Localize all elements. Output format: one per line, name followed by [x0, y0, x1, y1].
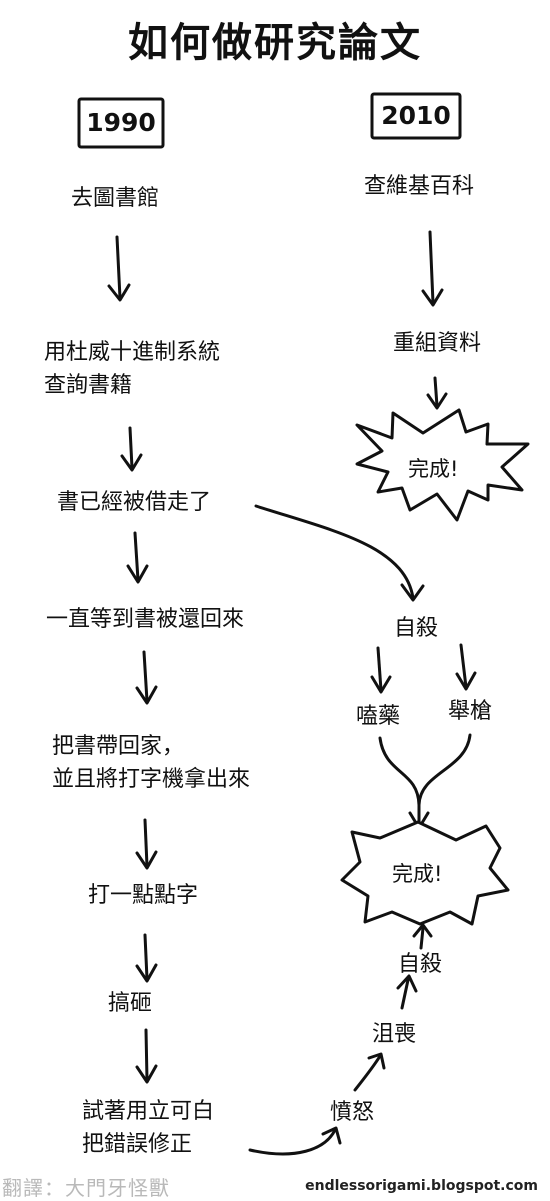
arrow-left-2	[128, 426, 134, 470]
merge-right	[417, 733, 472, 807]
done-burst-1	[355, 408, 530, 522]
arrow-to-suicide-again-head	[396, 974, 418, 993]
anger-label: 憤怒	[330, 1100, 375, 1125]
step-fix-errors: 把錯誤修正	[82, 1132, 193, 1157]
step-type-a-bit: 打一點點字	[88, 883, 199, 908]
arrow-to-gun-head	[455, 671, 477, 691]
done-burst-2	[340, 820, 510, 926]
arrow-to-gun	[459, 643, 468, 689]
arrow-left-5-head	[135, 850, 158, 870]
arrow-to-done2	[419, 926, 425, 950]
arrow-left-1	[115, 235, 122, 300]
arrow-to-depressed-head	[367, 1052, 386, 1070]
step-dewey-decimal: 用杜威十進制系統	[44, 340, 221, 365]
step-check-wikipedia: 查維基百科	[364, 174, 475, 199]
step-book-checked-out: 書已經被借走了	[57, 490, 212, 515]
step-take-book-home: 把書帶回家，	[52, 734, 185, 759]
gun-label: 舉槍	[448, 699, 493, 724]
done-label-2: 完成!	[392, 862, 443, 886]
arrow-left-7	[144, 1028, 149, 1082]
translator-credit: 翻譯：大門牙怪獸	[2, 1176, 170, 1200]
arrow-left-4	[142, 650, 149, 703]
step-white-out: 試著用立可白	[82, 1099, 215, 1124]
arrow-left-2-head	[120, 453, 143, 472]
step-go-to-library: 去圖書館	[71, 186, 160, 211]
arrow-left-6	[143, 933, 149, 981]
arrow-to-suicide-head	[400, 583, 425, 602]
arrow-left-3-head	[126, 564, 149, 584]
arrow-right-1	[428, 230, 435, 305]
arrow-left-5	[143, 818, 149, 868]
arrow-left-3	[133, 531, 140, 582]
arrow-left-1-head	[107, 283, 131, 302]
arrow-to-done2-head	[412, 923, 433, 938]
arrow-right-2-head	[426, 392, 448, 410]
year-label-1990: 1990	[86, 108, 156, 137]
arrow-left-7-head	[135, 1064, 158, 1084]
done-label-1: 完成!	[408, 457, 459, 481]
step-mess-up: 搞砸	[108, 991, 153, 1016]
page-title: 如何做研究論文	[128, 20, 422, 66]
site-credit[interactable]: endlessorigami.blogspot.com	[305, 1178, 538, 1194]
merge-left	[378, 736, 421, 807]
arrow-right-2	[433, 376, 439, 408]
depressed-label: 沮喪	[372, 1022, 417, 1047]
arrow-to-depressed	[353, 1054, 382, 1092]
year-label-2010: 2010	[381, 101, 451, 130]
overdose-label: 嗑藥	[356, 704, 401, 729]
suicide-again-label: 自殺	[398, 952, 443, 977]
arrow-to-suicide	[254, 504, 415, 600]
step-typewriter: 並且將打字機拿出來	[52, 767, 251, 792]
arrow-right-1-head	[421, 288, 444, 307]
arrow-left-4-head	[135, 685, 158, 705]
year-box-1990	[77, 97, 165, 149]
arrow-left-6-head	[135, 963, 158, 983]
step-search-books: 查詢書籍	[44, 373, 133, 398]
arrow-to-pills-head	[370, 675, 392, 694]
arrow-to-pills	[376, 646, 383, 692]
year-box-2010	[370, 92, 462, 140]
arrow-to-anger	[248, 1128, 337, 1156]
suicide-label: 自殺	[394, 616, 439, 641]
step-wait-return: 一直等到書被還回來	[46, 607, 245, 632]
arrow-to-suicide-again	[400, 978, 410, 1010]
arrow-to-anger-head	[321, 1126, 342, 1145]
step-rearrange-data: 重組資料	[393, 331, 482, 356]
